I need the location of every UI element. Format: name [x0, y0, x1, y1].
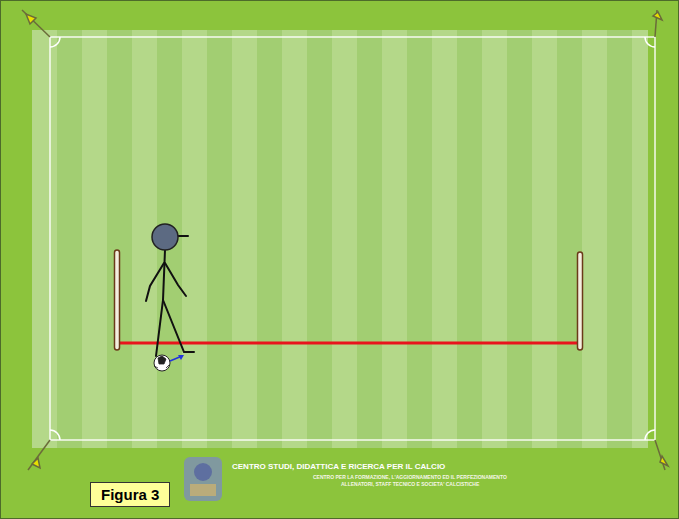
figure-label: Figura 3: [101, 486, 159, 503]
logo-subtitle: CENTRO PER LA FORMAZIONE, L'AGGIORNAMENT…: [313, 474, 507, 480]
logo-title: CENTRO STUDI, DIDATTICA E RICERCA PER IL…: [232, 462, 445, 471]
figure-label-box: Figura 3: [90, 482, 170, 507]
logo-subtitle: ALLENATORI, STAFF TECNICO E SOCIETA' CAL…: [341, 481, 479, 487]
